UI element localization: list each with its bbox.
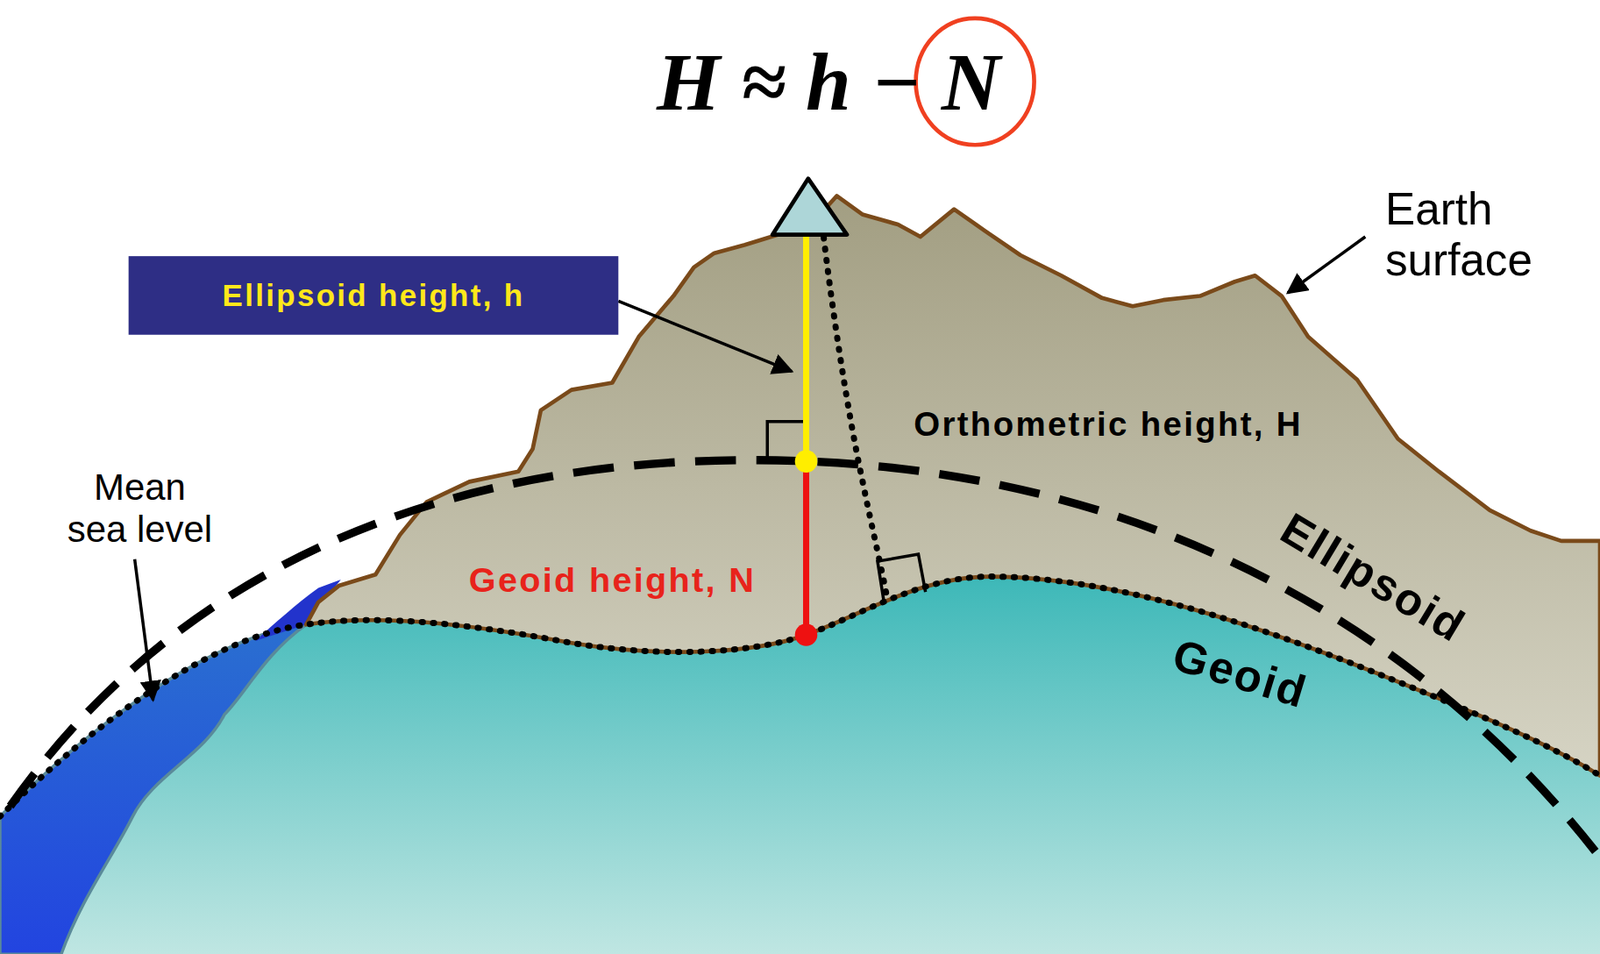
orthometric-label: Orthometric height, H [913,405,1303,444]
sea-level-label: Mean sea level [63,465,217,550]
survey-station [772,178,847,235]
leader-line [135,559,154,701]
orthometric-line [822,226,888,602]
ellipsoid-height-line [803,234,810,462]
ellipsoid-line [10,460,1600,858]
right-angle-mark [877,554,926,600]
leader-line [618,300,792,371]
height-equation: H ≈ h − N [656,35,1001,129]
sea-water [0,624,306,954]
geoid-height-line [803,461,810,635]
geoid-line [0,576,1600,818]
title-box: Ellipsoid height, h [128,256,619,335]
box-title: Ellipsoid height, h [222,277,526,313]
geoid-point [795,623,818,647]
leader-line [1287,236,1366,293]
geoid-height-label: Geoid height, N [469,559,756,600]
ellipsoid-point [795,449,818,473]
surface-label: Earth surface [1385,183,1585,287]
